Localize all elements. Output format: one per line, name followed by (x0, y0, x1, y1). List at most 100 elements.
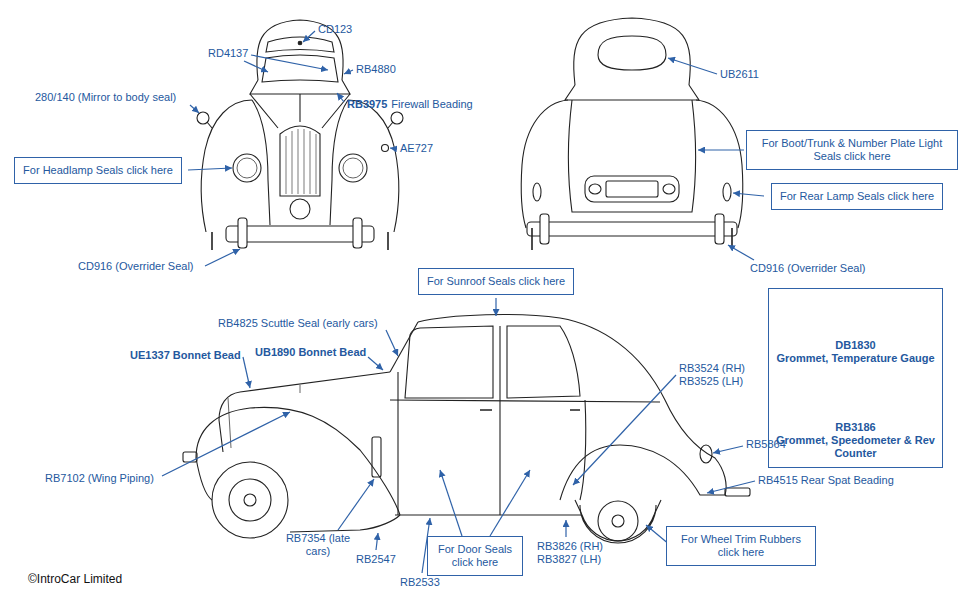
link-box: For Headlamp Seals click here (14, 157, 182, 184)
front-view (197, 20, 403, 250)
side-view (300, 385, 301, 393)
part-label: RB7354 (late cars) (283, 532, 353, 558)
side-view (507, 326, 580, 398)
leader-line (490, 470, 530, 536)
rear-view (574, 18, 691, 85)
link-text: For Headlamp Seals click here (23, 164, 173, 177)
front-view (280, 126, 320, 196)
link-text: For Sunroof Seals click here (427, 275, 565, 288)
rear-view (533, 183, 541, 201)
front-view (237, 158, 257, 178)
rear-view (715, 214, 724, 244)
leader-line (338, 479, 374, 530)
side-view (183, 452, 197, 462)
rear-view (521, 100, 568, 228)
part-panel: DB1830Grommet, Temperature GaugeRB3186Gr… (768, 288, 943, 468)
part-label: RB5864 (746, 438, 786, 451)
side-view (725, 488, 750, 496)
side-view (219, 392, 240, 452)
front-view (238, 218, 247, 248)
leader-line (244, 61, 268, 72)
leader-line (162, 412, 290, 476)
link-box: For Rear Lamp Seals click here (771, 183, 943, 210)
part-label: RB3826 (RH) (537, 540, 603, 553)
side-view (229, 479, 271, 521)
side-view (228, 398, 231, 448)
front-view (388, 122, 393, 128)
side-view (212, 462, 288, 538)
leader-line (390, 148, 397, 149)
part-label: RB7102 (Wing Piping) (45, 472, 154, 485)
part-label: RB4515 Rear Spat Beading (758, 474, 894, 487)
front-view (266, 37, 334, 52)
front-view (339, 154, 367, 182)
part-label: UB1890 Bonnet Bead (255, 346, 366, 359)
link-box: For Boot/Trunk & Number Plate Light Seal… (746, 130, 958, 170)
leader-line (713, 446, 743, 453)
part-label: RB4880 (356, 63, 396, 76)
rear-view (521, 18, 743, 250)
leader-line (190, 105, 199, 113)
rear-view (589, 184, 601, 194)
side-view (405, 326, 493, 398)
front-view (226, 226, 374, 242)
leader-line (344, 70, 353, 74)
front-view (252, 100, 270, 225)
side-view (700, 445, 712, 463)
side-view (418, 315, 726, 495)
leader-line (188, 168, 232, 170)
front-view (250, 94, 350, 128)
leader-line (573, 375, 676, 485)
side-view (290, 515, 400, 532)
leader-line (205, 249, 240, 266)
leader-line (728, 245, 754, 260)
front-view (233, 154, 261, 182)
front-view (250, 80, 350, 94)
rear-view (696, 100, 743, 228)
side-view (612, 515, 624, 527)
leader-line (386, 330, 398, 356)
front-view (212, 232, 388, 250)
leader-line (440, 470, 462, 536)
front-view (330, 100, 348, 225)
leader-line (698, 149, 744, 150)
side-view (196, 407, 400, 515)
part-label: RB3524 (RH) (679, 362, 745, 375)
front-view (353, 218, 362, 248)
rear-view (598, 36, 666, 70)
part-label: RB3525 (LH) (679, 375, 743, 388)
leader-line (243, 357, 250, 388)
part-label: 280/140 (Mirror to body seal) (35, 91, 176, 104)
part-label: RB3975 (347, 98, 387, 111)
side-view (196, 458, 212, 500)
link-text: For Wheel Trim Rubbers click here (675, 533, 807, 559)
link-text: For Boot/Trunk & Number Plate Light Seal… (755, 137, 949, 163)
part-number: DB1830 (774, 339, 937, 352)
part-number: RB3186 (774, 421, 937, 434)
part-label: RD4137 (208, 47, 248, 60)
front-view (207, 122, 212, 128)
part-label: UB2611 (720, 68, 759, 81)
leader-line (668, 58, 717, 74)
front-view (290, 199, 310, 219)
side-view (575, 500, 661, 515)
part-label: RB2533 (400, 576, 440, 589)
front-view (382, 145, 389, 152)
part-label: AE727 (400, 142, 433, 155)
front-view (286, 129, 316, 194)
side-view (499, 326, 500, 515)
part-name: Grommet, Speedometer & Rev Counter (774, 434, 937, 460)
rear-view (532, 228, 732, 250)
rear-view (723, 183, 731, 201)
link-text: For Door Seals click here (436, 543, 514, 569)
leader-line (707, 481, 755, 493)
leader-line (565, 520, 566, 537)
part-label: RB3827 (LH) (537, 553, 601, 566)
link-box: For Wheel Trim Rubbers click here (666, 526, 816, 566)
rear-view (527, 222, 737, 236)
part-label: Firewall Beading (391, 98, 472, 111)
leader-line (376, 533, 378, 550)
leader-line (368, 357, 383, 370)
leader-line (337, 93, 344, 102)
